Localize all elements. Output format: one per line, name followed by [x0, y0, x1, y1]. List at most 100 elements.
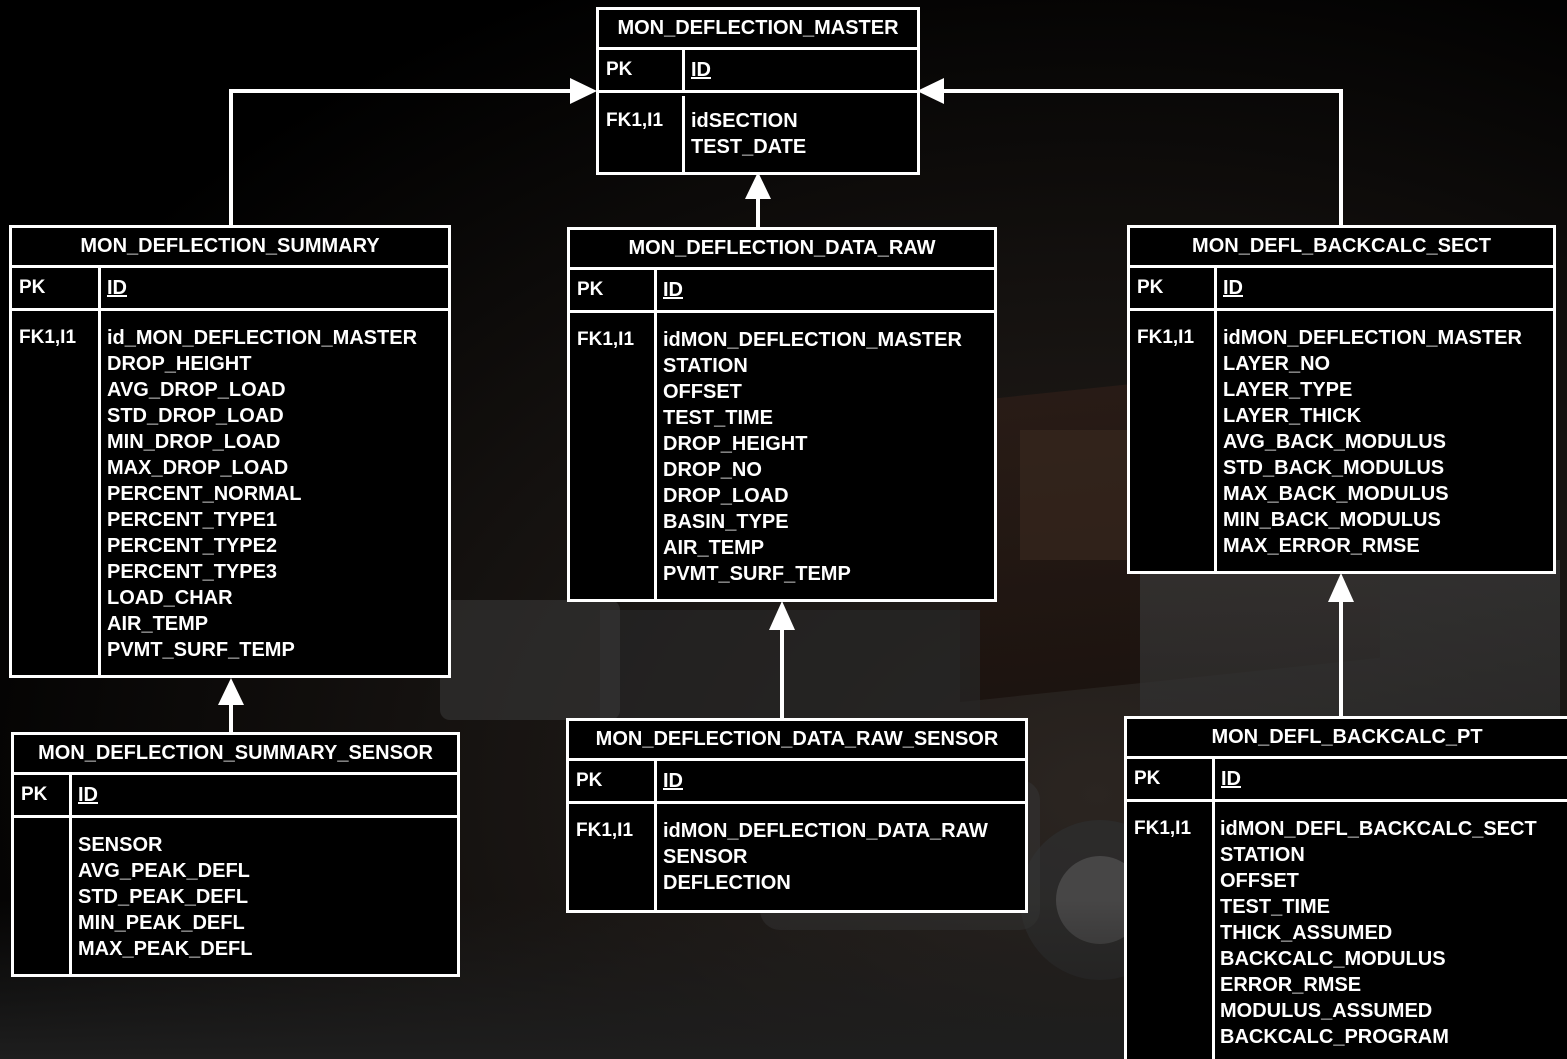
- arrow-head-icon: [745, 172, 771, 199]
- pk-label: PK: [12, 268, 101, 308]
- table-mon-deflection-data-raw: MON_DEFLECTION_DATA_RAW PK ID FK1,I1 idM…: [567, 227, 997, 602]
- pk-label: PK: [1130, 268, 1217, 308]
- field: MAX_ERROR_RMSE: [1223, 535, 1420, 557]
- field: MAX_BACK_MODULUS: [1223, 483, 1449, 505]
- pk-row: PK ID: [1127, 759, 1567, 802]
- table-body: FK1,I1 id_MON_DEFLECTION_MASTER DROP_HEI…: [12, 311, 448, 675]
- table-body: FK1,I1 idMON_DEFLECTION_DATA_RAW SENSOR …: [569, 804, 1025, 910]
- table-body: FK1,I1 idMON_DEFLECTION_MASTER STATION O…: [570, 313, 994, 599]
- pk-field: ID: [663, 769, 683, 792]
- fk-label: FK1,I1: [577, 329, 635, 350]
- field: idSECTION: [691, 110, 798, 132]
- arrow-head-icon: [917, 78, 944, 104]
- field-list: idMON_DEFLECTION_DATA_RAW SENSOR DEFLECT…: [657, 804, 988, 910]
- table-title: MON_DEFLECTION_DATA_RAW_SENSOR: [569, 721, 1025, 761]
- arrow-head-icon: [1328, 573, 1354, 602]
- field: OFFSET: [1220, 870, 1299, 892]
- field: TEST_TIME: [663, 407, 774, 429]
- field: AIR_TEMP: [663, 537, 765, 559]
- field: AVG_BACK_MODULUS: [1223, 431, 1446, 453]
- pk-field: ID: [691, 58, 711, 81]
- pk-label: PK: [14, 775, 72, 815]
- field: LAYER_THICK: [1223, 405, 1362, 427]
- field: AIR_TEMP: [107, 613, 209, 635]
- field: id_MON_DEFLECTION_MASTER: [107, 327, 418, 349]
- pk-field: ID: [663, 278, 683, 301]
- field: LAYER_NO: [1223, 353, 1331, 375]
- table-mon-defl-backcalc-pt: MON_DEFL_BACKCALC_PT PK ID FK1,I1 idMON_…: [1124, 716, 1567, 1059]
- field: STD_BACK_MODULUS: [1223, 457, 1445, 479]
- arrow-head-icon: [769, 601, 795, 630]
- fk-label: FK1,I1: [1134, 818, 1192, 839]
- field: MIN_BACK_MODULUS: [1223, 509, 1441, 531]
- field: BASIN_TYPE: [663, 511, 789, 533]
- field: STATION: [1220, 844, 1305, 866]
- fk-label: FK1,I1: [606, 110, 664, 131]
- table-mon-defl-backcalc-sect: MON_DEFL_BACKCALC_SECT PK ID FK1,I1 idMO…: [1127, 225, 1556, 574]
- table-mon-deflection-summary: MON_DEFLECTION_SUMMARY PK ID FK1,I1 id_M…: [9, 225, 451, 678]
- field: STD_PEAK_DEFL: [78, 886, 249, 908]
- field: STD_DROP_LOAD: [107, 405, 284, 427]
- field-list: idMON_DEFLECTION_MASTER STATION OFFSET T…: [657, 313, 962, 599]
- field: DEFLECTION: [663, 872, 791, 894]
- field: idMON_DEFL_BACKCALC_SECT: [1220, 818, 1537, 840]
- field: idMON_DEFLECTION_MASTER: [663, 329, 962, 351]
- field: idMON_DEFLECTION_MASTER: [1223, 327, 1522, 349]
- field: DROP_LOAD: [663, 485, 789, 507]
- pk-row: PK ID: [599, 50, 917, 93]
- pk-field: ID: [1221, 767, 1241, 790]
- field: LOAD_CHAR: [107, 587, 233, 609]
- pk-field: ID: [78, 783, 98, 806]
- field: STATION: [663, 355, 748, 377]
- pk-row: PK ID: [14, 775, 457, 818]
- field: OFFSET: [663, 381, 742, 403]
- pk-label: PK: [570, 270, 657, 310]
- field: SENSOR: [663, 846, 748, 868]
- table-title: MON_DEFLECTION_DATA_RAW: [570, 230, 994, 270]
- pk-field: ID: [107, 276, 127, 299]
- field-list: idMON_DEFLECTION_MASTER LAYER_NO LAYER_T…: [1217, 311, 1522, 571]
- field-list: SENSOR AVG_PEAK_DEFL STD_PEAK_DEFL MIN_P…: [72, 818, 252, 974]
- pk-row: PK ID: [1130, 268, 1553, 311]
- link-backcalc-sect-master: [944, 89, 1343, 225]
- table-mon-deflection-data-raw-sensor: MON_DEFLECTION_DATA_RAW_SENSOR PK ID FK1…: [566, 718, 1028, 913]
- table-title: MON_DEFL_BACKCALC_PT: [1127, 719, 1567, 759]
- field: MIN_DROP_LOAD: [107, 431, 281, 453]
- arrow-head-icon: [218, 678, 244, 705]
- field: PERCENT_TYPE3: [107, 561, 278, 583]
- field: MODULUS_ASSUMED: [1220, 1000, 1433, 1022]
- field: THICK_ASSUMED: [1220, 922, 1393, 944]
- field: ERROR_RMSE: [1220, 974, 1362, 996]
- table-mon-deflection-summary-sensor: MON_DEFLECTION_SUMMARY_SENSOR PK ID SENS…: [11, 732, 460, 977]
- field: AVG_DROP_LOAD: [107, 379, 286, 401]
- field: PERCENT_TYPE1: [107, 509, 278, 531]
- fk-label: FK1,I1: [19, 327, 77, 348]
- pk-row: PK ID: [570, 270, 994, 313]
- pk-row: PK ID: [12, 268, 448, 311]
- field: AVG_PEAK_DEFL: [78, 860, 250, 882]
- field: BACKCALC_MODULUS: [1220, 948, 1446, 970]
- arrow-head-icon: [570, 78, 597, 104]
- field-list: idMON_DEFL_BACKCALC_SECT STATION OFFSET …: [1215, 802, 1537, 1059]
- field: DROP_HEIGHT: [107, 353, 252, 375]
- field: MIN_PEAK_DEFL: [78, 912, 245, 934]
- field: TEST_TIME: [1220, 896, 1331, 918]
- fk-label: FK1,I1: [1137, 327, 1195, 348]
- pk-field: ID: [1223, 276, 1243, 299]
- field: MAX_DROP_LOAD: [107, 457, 289, 479]
- field: BACKCALC_PROGRAM: [1220, 1026, 1449, 1048]
- field: SENSOR: [78, 834, 163, 856]
- field: MAX_PEAK_DEFL: [78, 938, 253, 960]
- field: PERCENT_TYPE2: [107, 535, 278, 557]
- table-title: MON_DEFLECTION_SUMMARY_SENSOR: [14, 735, 457, 775]
- pk-label: PK: [569, 761, 657, 801]
- field: PVMT_SURF_TEMP: [663, 563, 851, 585]
- fk-label: FK1,I1: [576, 820, 634, 841]
- field: TEST_DATE: [691, 136, 807, 158]
- field-list: id_MON_DEFLECTION_MASTER DROP_HEIGHT AVG…: [101, 311, 417, 675]
- field: LAYER_TYPE: [1223, 379, 1353, 401]
- field: DROP_NO: [663, 459, 762, 481]
- link-summary-master: [229, 89, 570, 225]
- field: DROP_HEIGHT: [663, 433, 808, 455]
